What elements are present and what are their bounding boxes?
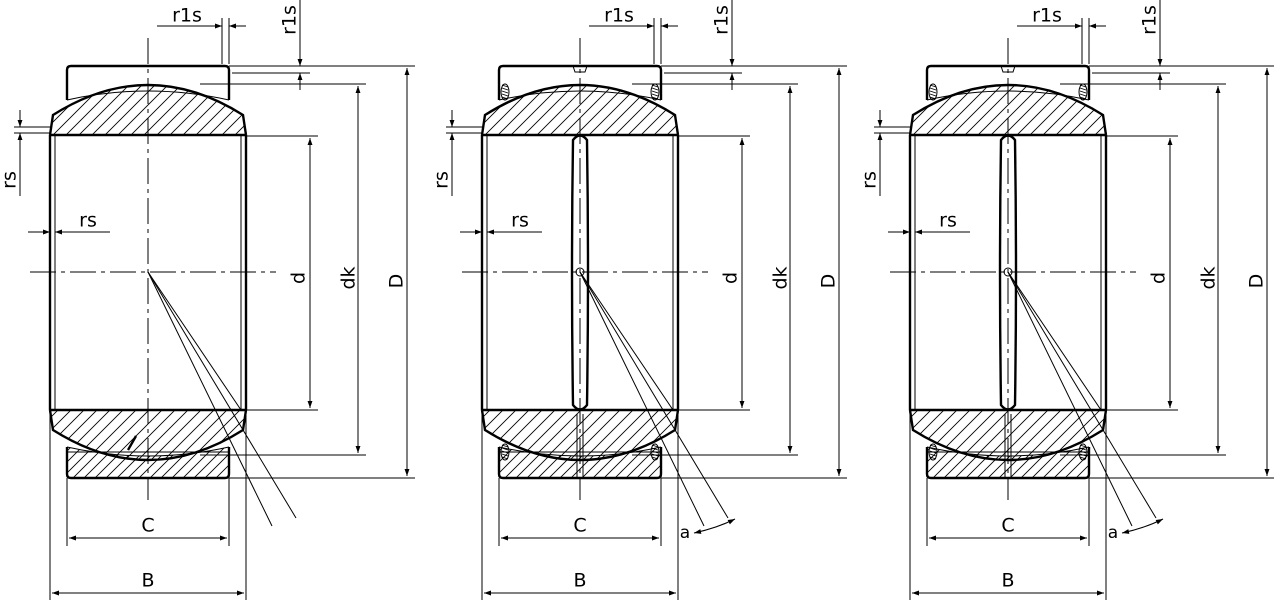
d-label: d: [720, 272, 742, 284]
seal-hatch: [929, 87, 937, 91]
bottom-section-mark: [126, 435, 138, 451]
r1s-h-label: r1s: [1032, 5, 1062, 27]
seal-hatch: [1079, 84, 1087, 88]
d-label: d: [1148, 272, 1170, 284]
seal-4: [650, 443, 660, 461]
rs-h-label: rs: [511, 210, 529, 232]
seal-hatch: [929, 96, 937, 100]
seal-hatch: [501, 450, 509, 454]
contact-line-1: [1007, 271, 1102, 411]
seal-hatch: [501, 453, 509, 457]
seal-hatch: [651, 90, 659, 94]
contact-line-2: [579, 271, 705, 527]
seal-hatch: [651, 456, 659, 460]
seal-hatch: [501, 444, 509, 448]
C-label: C: [1001, 515, 1014, 537]
C-label: C: [141, 515, 154, 537]
outer-ring-bottom-hatch: [499, 447, 661, 478]
C-label: C: [573, 515, 586, 537]
contact-line-1: [579, 271, 674, 411]
seal-hatch: [651, 87, 659, 91]
seal-hatch: [1079, 456, 1087, 460]
seal-hatch: [929, 456, 937, 460]
seal-hatch: [1079, 447, 1087, 451]
r1s-h-label: r1s: [172, 5, 202, 27]
a-label: a: [680, 523, 690, 543]
contact-line-3: [579, 271, 729, 519]
seal-hatch: [929, 444, 937, 448]
seal-3: [500, 443, 510, 461]
seal-hatch: [501, 90, 509, 94]
seal-hatch: [1079, 90, 1087, 94]
r1s-v-label: r1s: [279, 5, 301, 35]
seal-hatch: [651, 96, 659, 100]
seal-hatch: [501, 84, 509, 88]
seal-hatch: [501, 96, 509, 100]
seal-hatch: [1079, 444, 1087, 448]
seal-hatch: [651, 84, 659, 88]
seal-hatch: [1079, 450, 1087, 454]
seal-1: [928, 83, 938, 101]
seal-hatch: [929, 450, 937, 454]
contact-line-3: [1007, 271, 1157, 519]
contact-line-2: [1007, 271, 1133, 527]
seal-1: [500, 83, 510, 101]
seal-3: [928, 443, 938, 461]
seal-hatch: [651, 447, 659, 451]
outer-ring-top-outline: [925, 64, 1091, 100]
rs-v-label: rs: [0, 171, 21, 189]
D-label: D: [1246, 274, 1268, 289]
seal-hatch: [501, 93, 509, 97]
d-label: d: [288, 272, 310, 284]
seal-hatch: [929, 90, 937, 94]
rs-h-label: rs: [79, 210, 97, 232]
seal-hatch: [929, 84, 937, 88]
a-angle-arc: [693, 518, 736, 534]
B-label: B: [573, 570, 586, 592]
a-angle-arc: [1121, 518, 1164, 534]
seal-hatch: [651, 444, 659, 448]
seal-hatch: [929, 447, 937, 451]
r1s-h-label: r1s: [604, 5, 634, 27]
seal-4: [1078, 443, 1088, 461]
inner-ring-top-hatch: [50, 85, 246, 135]
outer-ring-top-outline: [65, 64, 231, 100]
lube-hole-channel: [570, 134, 590, 411]
rs-v-label: rs: [859, 171, 881, 189]
seal-hatch: [1079, 93, 1087, 97]
dk-label: dk: [770, 266, 792, 289]
rs-v-label: rs: [431, 171, 453, 189]
r1s-v-label: r1s: [1139, 5, 1161, 35]
a-label: a: [1108, 523, 1118, 543]
r1s-v-label: r1s: [711, 5, 733, 35]
lube-hole-channel: [998, 134, 1018, 411]
outer-ring-bottom-hatch: [67, 447, 229, 478]
contact-line-2: [147, 271, 273, 527]
rs-h-label: rs: [939, 210, 957, 232]
seal-hatch: [929, 453, 937, 457]
outer-ring-top-outline: [497, 64, 663, 100]
D-label: D: [818, 274, 840, 289]
seal-hatch: [1079, 96, 1087, 100]
seal-hatch: [651, 93, 659, 97]
B-label: B: [141, 570, 154, 592]
seal-hatch: [501, 456, 509, 460]
B-label: B: [1001, 570, 1014, 592]
seal-hatch: [651, 450, 659, 454]
seal-hatch: [501, 87, 509, 91]
seal-hatch: [929, 93, 937, 97]
D-label: D: [386, 274, 408, 289]
contact-line-1: [147, 271, 242, 411]
contact-line-3: [147, 271, 297, 519]
dk-label: dk: [338, 266, 360, 289]
dk-label: dk: [1198, 266, 1220, 289]
seal-hatch: [501, 447, 509, 451]
seal-hatch: [1079, 87, 1087, 91]
